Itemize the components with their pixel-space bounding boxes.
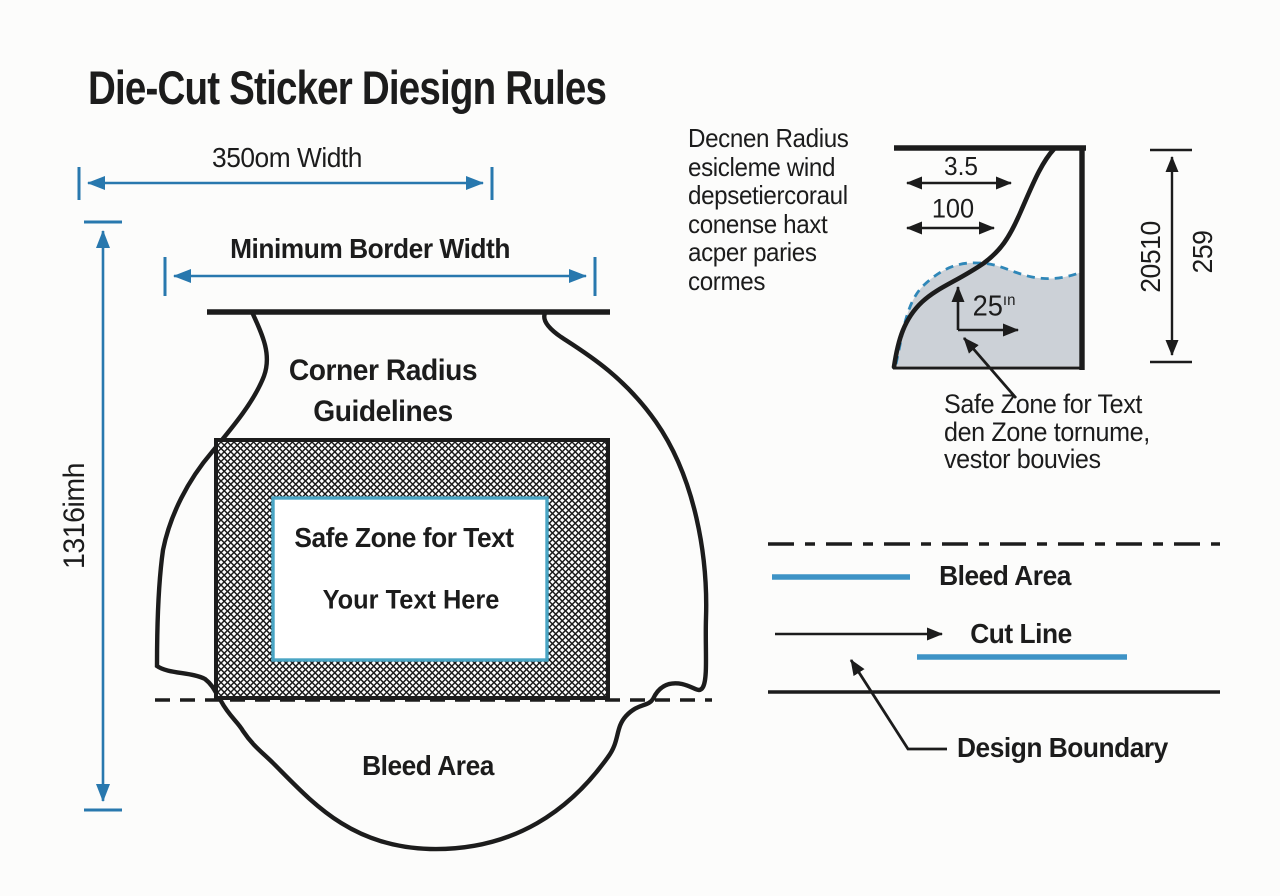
legend-boundary-label: Design Boundary — [957, 732, 1168, 763]
corner-caption: Safe Zone for Text den Zone tornume, ves… — [944, 389, 1150, 474]
dim-inner-label: 100 — [931, 193, 975, 224]
legend — [768, 542, 1220, 751]
legend-boundary-pointer-arrow — [849, 659, 947, 751]
border-dimension-arrow — [163, 257, 597, 296]
corner-caption-line: den Zone tornume, — [944, 416, 1150, 447]
corner-pointer-arrow — [962, 337, 1018, 399]
corner-detail — [891, 145, 1192, 399]
corner-note-line: conense haxt — [688, 208, 828, 239]
width-dimension-arrow — [77, 167, 494, 200]
height-dimension-arrow — [84, 220, 122, 812]
corner-vdim-arrow — [1150, 148, 1192, 364]
corner-caption-line: Safe Zone for Text — [944, 389, 1143, 419]
corner-vdim-label-left: 20510 — [1135, 221, 1166, 293]
corner-note-line: Decnen Radius — [688, 123, 849, 153]
bleed-area-label: Bleed Area — [362, 750, 494, 781]
corner-note-line: esicleme wind — [688, 151, 836, 182]
border-dimension-label: Minimum Border Width — [230, 233, 510, 264]
legend-bleed-label: Bleed Area — [939, 560, 1071, 591]
corner-note-line: depsetiercoraul — [688, 180, 848, 210]
safe-zone-title: Safe Zone for Text — [294, 522, 514, 553]
dim-offset-label: 25ın — [972, 290, 1016, 323]
safe-zone-box — [271, 496, 549, 662]
corner-note-line: cormes — [688, 265, 766, 296]
corner-note-line: acper paries — [688, 237, 817, 267]
corner-safe-dashed-line — [894, 261, 1083, 365]
corner-cut-curve — [891, 146, 1057, 370]
corner-caption-line: vestor bouvies — [944, 444, 1101, 474]
height-dimension-label: 1316imh — [58, 463, 91, 569]
corner-note: Decnen Radius esicleme wind depsetiercor… — [688, 123, 849, 296]
dim-radius-label: 3.5 — [944, 151, 978, 181]
corner-vdim-label-right: 259 — [1187, 230, 1218, 274]
corner-radius-label-line1: Corner Radius — [288, 354, 478, 387]
page-title: Die-Cut Sticker Diesign Rules — [88, 61, 607, 114]
corner-radius-label-line2: Guidelines — [313, 395, 453, 428]
legend-cut-label: Cut Line — [970, 618, 1072, 649]
safe-zone-placeholder: Your Text Here — [322, 584, 500, 615]
width-dimension-label: 350om Width — [212, 142, 362, 173]
sticker-outline — [154, 309, 709, 852]
